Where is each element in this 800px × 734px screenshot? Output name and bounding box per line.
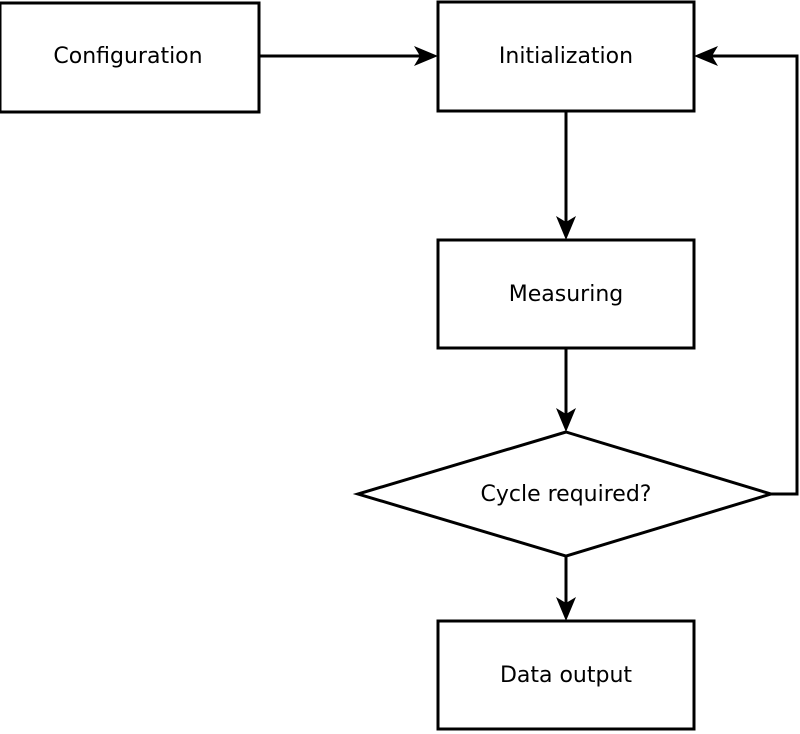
node-measuring-shape xyxy=(436,238,696,350)
node-cycle-required-shape xyxy=(352,430,777,558)
edge-cycle-required-to-initialization-feedback xyxy=(694,46,799,496)
node-data-output-label: Data output xyxy=(500,663,632,688)
node-data-output[interactable]: Data output xyxy=(436,619,696,731)
node-initialization-shape xyxy=(436,0,696,113)
arrowhead-icon xyxy=(556,597,576,621)
edge-line xyxy=(700,54,799,496)
node-configuration-label: Configuration xyxy=(53,44,202,69)
node-cycle-required-label: Cycle required? xyxy=(481,482,652,507)
edge-measuring-to-cycle-required xyxy=(556,348,576,432)
edge-initialization-to-measuring xyxy=(556,111,576,240)
arrowhead-icon xyxy=(556,408,576,432)
node-configuration[interactable]: Configuration xyxy=(0,1,261,114)
arrowhead-icon xyxy=(556,216,576,240)
node-measuring-label: Measuring xyxy=(509,282,623,307)
edge-configuration-to-initialization xyxy=(259,46,438,66)
node-initialization[interactable]: Initialization xyxy=(436,0,696,113)
edge-cycle-required-to-data-output xyxy=(556,556,576,621)
node-cycle-required[interactable]: Cycle required? xyxy=(352,430,777,558)
node-configuration-shape xyxy=(0,1,261,114)
node-data-output-shape xyxy=(436,619,696,731)
arrowhead-icon xyxy=(414,46,438,66)
arrowhead-icon xyxy=(694,46,718,66)
node-measuring[interactable]: Measuring xyxy=(436,238,696,350)
node-initialization-label: Initialization xyxy=(499,44,633,69)
